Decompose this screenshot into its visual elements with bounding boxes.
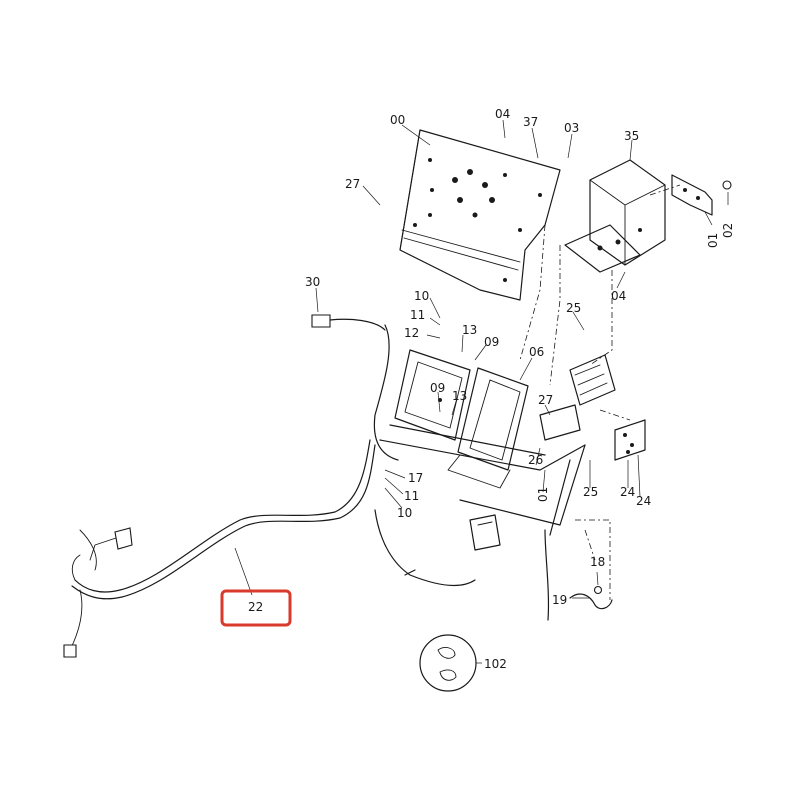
connector-block: [539, 404, 581, 441]
label-11-top: 11: [410, 308, 425, 322]
label-24-right: 24: [636, 494, 651, 508]
label-04-top: 04: [495, 107, 510, 121]
cable-19: [569, 585, 613, 610]
label-27-mid: 27: [538, 393, 553, 407]
label-01-right: 01: [706, 233, 720, 248]
label-18: 18: [590, 555, 605, 569]
label-35: 35: [624, 129, 639, 143]
harness-22: [63, 439, 376, 658]
label-12: 12: [404, 326, 419, 340]
label-102: 102: [484, 657, 507, 671]
detail-102: [419, 634, 482, 692]
label-09-mid: 09: [430, 381, 445, 395]
relay-box: [447, 367, 529, 489]
harness-loop: [311, 314, 586, 621]
label-10-bottom: 10: [397, 506, 412, 520]
mounting-plate: [399, 129, 561, 301]
label-11-bottom: 11: [404, 489, 419, 503]
label-09-top: 09: [484, 335, 499, 349]
highlight-box: [220, 589, 292, 627]
callout-labels: 00 04 37 03 35 27 01 02 04 30 10 11 12 1…: [248, 107, 735, 671]
relay-module: [569, 354, 616, 406]
leader-lines: [234, 119, 729, 600]
label-25-top: 25: [566, 301, 581, 315]
label-13-mid: 13: [452, 389, 467, 403]
small-bracket: [671, 174, 732, 216]
label-17: 17: [408, 471, 423, 485]
sensor-module: [469, 514, 501, 551]
terminal-block: [614, 419, 646, 461]
label-30: 30: [305, 275, 320, 289]
label-03: 03: [564, 121, 579, 135]
label-04-mid: 04: [611, 289, 626, 303]
label-25-bottom: 25: [583, 485, 598, 499]
box-bracket: [564, 159, 666, 273]
label-02: 02: [721, 223, 735, 238]
label-00: 00: [390, 113, 405, 127]
label-26: 26: [528, 453, 543, 467]
label-13-top: 13: [462, 323, 477, 337]
label-27-top: 27: [345, 177, 360, 191]
label-10-top: 10: [414, 289, 429, 303]
label-06: 06: [529, 345, 544, 359]
label-01-mid: 01: [536, 487, 550, 502]
label-19: 19: [552, 593, 567, 607]
label-24-left: 24: [620, 485, 635, 499]
label-37: 37: [523, 115, 538, 129]
label-22: 22: [248, 600, 263, 614]
